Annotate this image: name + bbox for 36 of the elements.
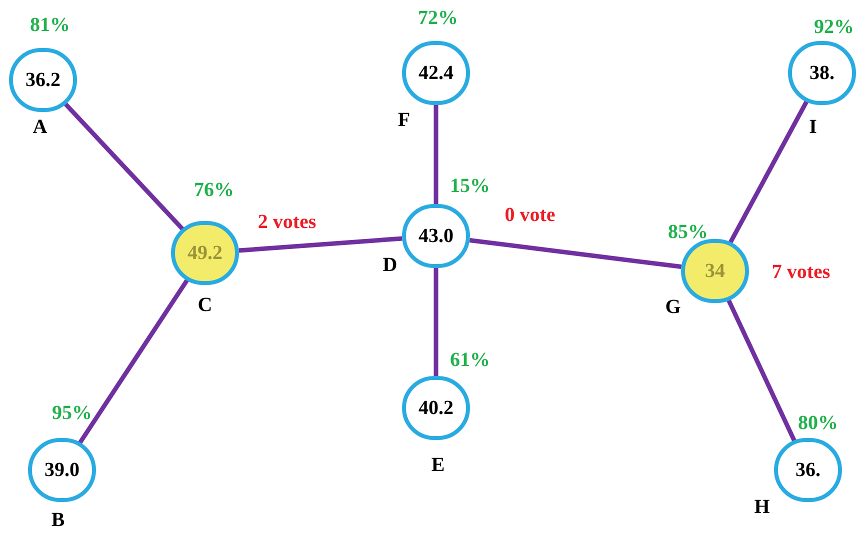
connector-line [434,268,438,376]
node-letter: B [51,510,65,530]
percentage-label: 76% [194,180,234,200]
percentage-label: 72% [418,8,458,28]
node-letter: D [382,255,398,275]
connector-line [64,102,184,231]
node-letter: G [665,297,681,317]
vote-count: 7 votes [772,262,830,282]
node-letter: I [809,117,817,137]
node-value: 40.2 [418,398,454,418]
connector-line [238,236,402,253]
node-value: 36. [796,460,820,480]
node-letter: F [398,110,410,130]
percentage-label: 81% [30,15,70,35]
connector-line [434,105,438,204]
connector-line [78,278,189,444]
node-value: 38. [810,63,834,83]
percentage-label: 15% [450,176,490,196]
connector-line [469,238,682,269]
percentage-label: 80% [798,413,838,433]
edge-label: 2 votes [258,212,316,232]
percentage-label: 61% [450,350,490,370]
edge-label: 0 vote [504,205,556,225]
node-letter: E [431,455,445,475]
node-letter: C [198,295,212,315]
node-value: 34 [705,261,725,281]
node-letter: H [754,497,770,517]
node-value: 36.2 [26,70,60,90]
node-value: 43.0 [418,226,454,246]
node-value: 39.0 [44,460,80,480]
percentage-label: 95% [52,403,92,423]
node-value: 49.2 [188,243,222,263]
node-letter: A [32,117,48,137]
node-value: 42.4 [418,63,454,83]
percentage-label: 92% [814,17,854,37]
percentage-label: 85% [668,222,708,242]
